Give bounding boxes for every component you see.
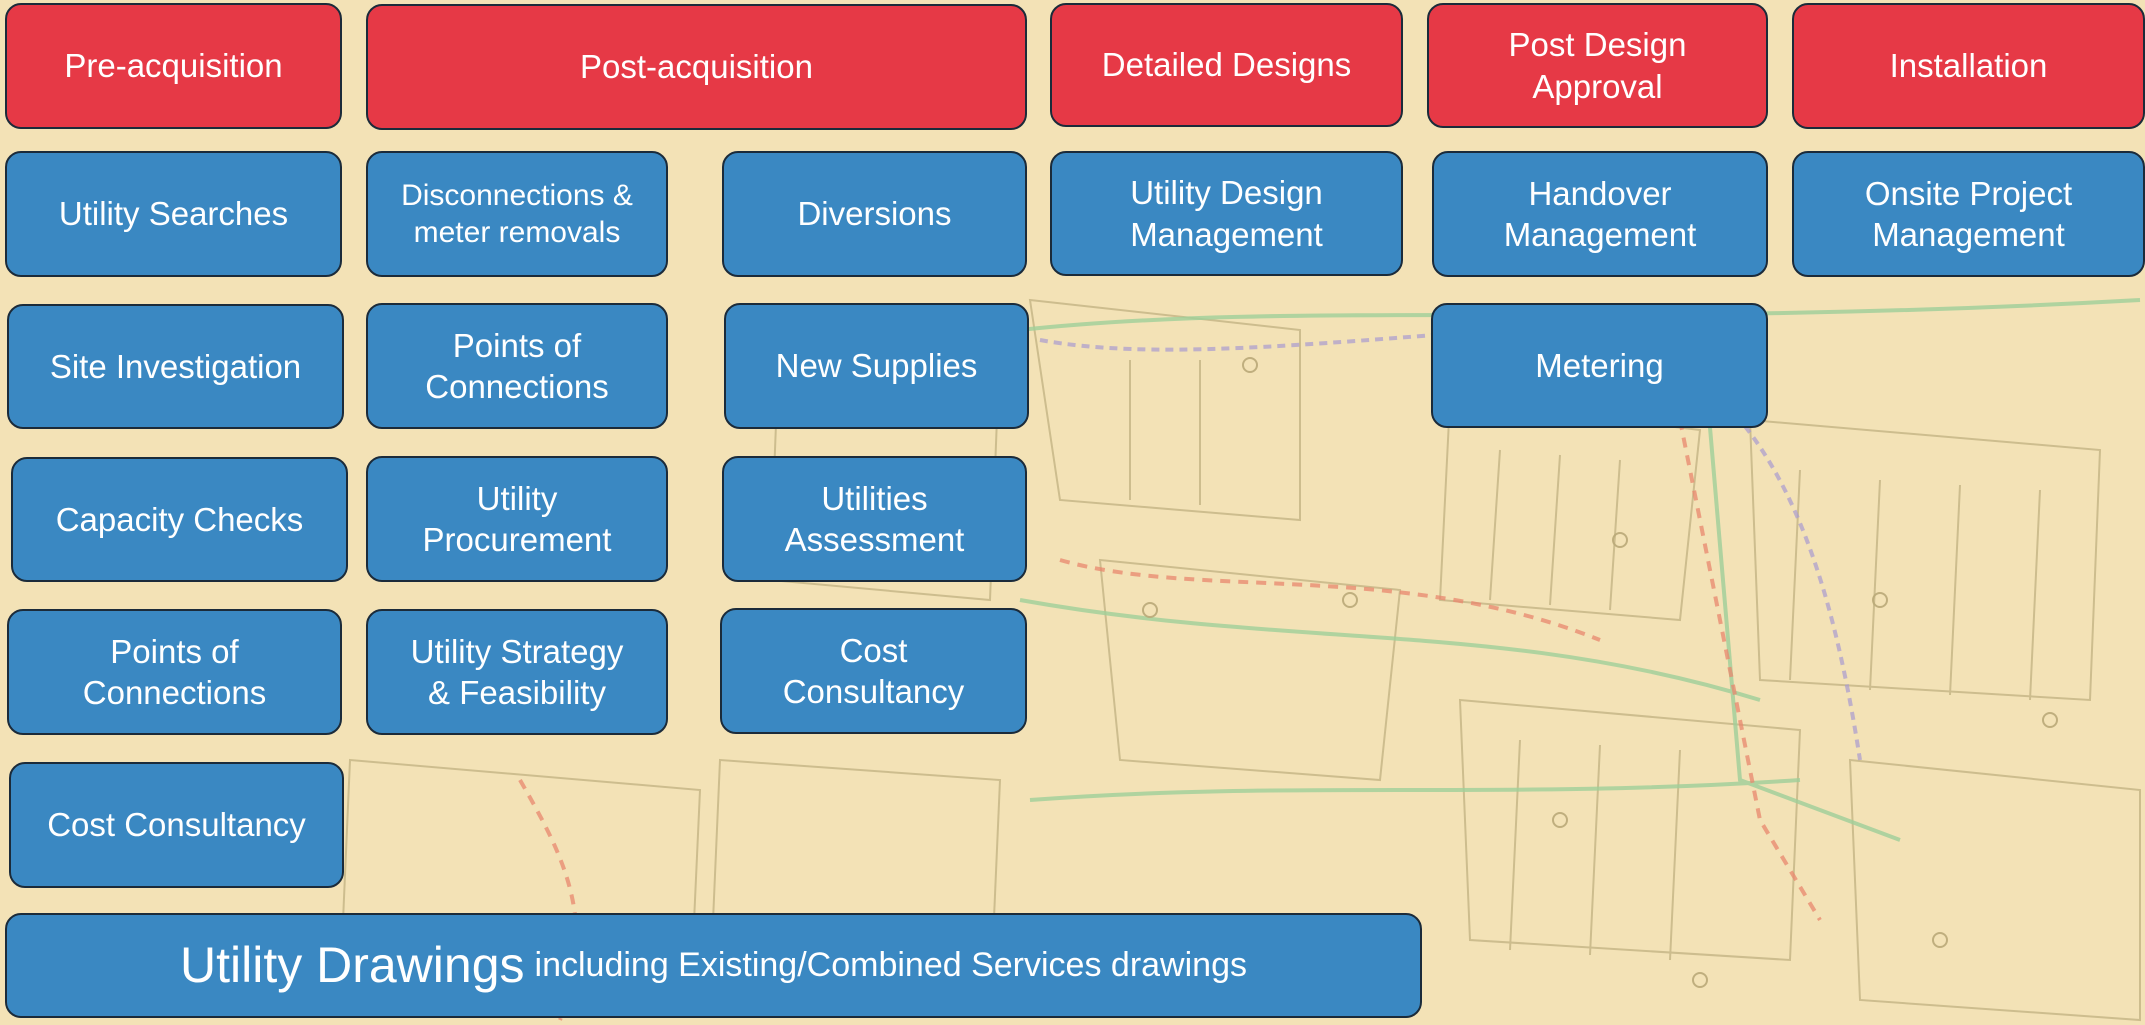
box-site-investigation: Site Investigation <box>7 304 344 429</box>
box-cost-consultancy-post: Cost Consultancy <box>720 608 1027 734</box>
box-utility-searches: Utility Searches <box>5 151 342 277</box>
utility-drawings-title: Utility Drawings <box>180 937 525 994</box>
box-onsite-project-management: Onsite Project Management <box>1792 151 2145 277</box>
utility-drawings-banner: Utility Drawings including Existing/Comb… <box>5 913 1422 1018</box>
box-utility-strategy-feasibility: Utility Strategy & Feasibility <box>366 609 668 735</box>
box-new-supplies: New Supplies <box>724 303 1029 429</box>
box-diversions: Diversions <box>722 151 1027 277</box>
header-post-acquisition: Post-acquisition <box>366 4 1027 130</box>
box-capacity-checks: Capacity Checks <box>11 457 348 582</box>
utility-drawings-subtitle: including Existing/Combined Services dra… <box>534 946 1247 985</box>
header-detailed-designs: Detailed Designs <box>1050 3 1403 127</box>
box-disconnections-meter-removals: Disconnections & meter removals <box>366 151 668 277</box>
header-pre-acquisition: Pre-acquisition <box>5 3 342 129</box>
box-points-of-connections-post: Points of Connections <box>366 303 668 429</box>
box-metering: Metering <box>1431 303 1768 428</box>
box-points-of-connections-pre: Points of Connections <box>7 609 342 735</box>
box-cost-consultancy-pre: Cost Consultancy <box>9 762 344 888</box>
box-utility-design-management: Utility Design Management <box>1050 151 1403 276</box>
box-handover-management: Handover Management <box>1432 151 1768 277</box>
box-utility-procurement: Utility Procurement <box>366 456 668 582</box>
header-post-design-approval: Post Design Approval <box>1427 3 1768 128</box>
header-installation: Installation <box>1792 3 2145 129</box>
box-utilities-assessment: Utilities Assessment <box>722 456 1027 582</box>
